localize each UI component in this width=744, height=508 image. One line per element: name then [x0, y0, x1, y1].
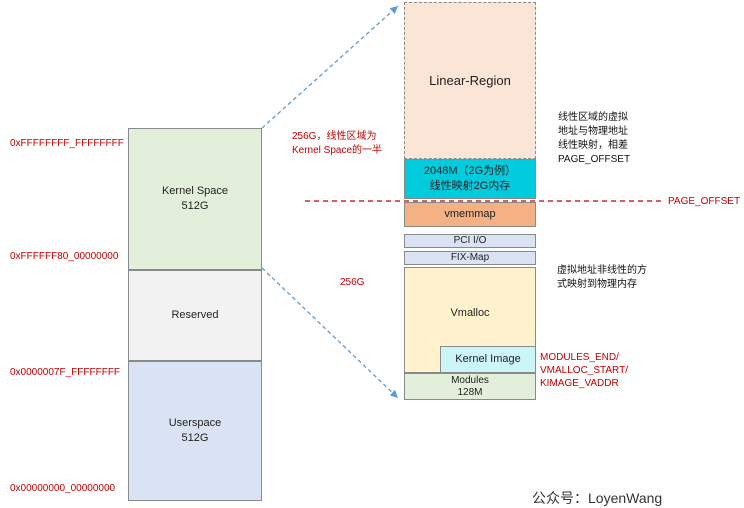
- reserved-block: Reserved: [128, 270, 262, 361]
- linear-map-2g-block: 2048M（2G为例） 线性映射2G内存: [404, 159, 536, 199]
- address-label: 0xFFFFFFFF_FFFFFFFF: [10, 138, 124, 149]
- kernel-space-block: Kernel Space 512G: [128, 128, 262, 270]
- top-mapping-arrow: [261, 5, 399, 129]
- bottom-mapping-arrow: [261, 267, 399, 399]
- vmalloc-size-note: 256G: [340, 277, 365, 288]
- fix-map-block: FIX-Map: [404, 251, 536, 265]
- address-label: 0xFFFFFF80_00000000: [10, 251, 119, 262]
- linear-mapping-description: 线性区域的虚拟 地址与物理地址 线性映射，相差 PAGE_OFFSET: [558, 112, 631, 165]
- vmemmap-block: vmemmap: [404, 202, 536, 227]
- page-offset-label: PAGE_OFFSET: [668, 196, 741, 207]
- address-label: 0x0000007F_FFFFFFFF: [10, 367, 121, 378]
- pci-io-block: PCI I/O: [404, 234, 536, 248]
- linear-region-block: Linear-Region: [404, 2, 536, 159]
- kernel-image-block: Kernel Image: [440, 346, 536, 373]
- vmalloc-description: 虚拟地址非线性的方 式映射到物理内存: [557, 265, 647, 290]
- modules-markers-label: MODULES_END/ VMALLOC_START/ KIMAGE_VADDR: [540, 352, 628, 389]
- linear-half-note: 256G，线性区域为 Kernel Space的一半: [292, 131, 383, 156]
- address-label: 0x00000000_00000000: [10, 483, 116, 494]
- modules-block: Modules 128M: [404, 373, 536, 400]
- footer-watermark: 公众号：LoyenWang: [532, 490, 663, 506]
- userspace-block: Userspace 512G: [128, 361, 262, 501]
